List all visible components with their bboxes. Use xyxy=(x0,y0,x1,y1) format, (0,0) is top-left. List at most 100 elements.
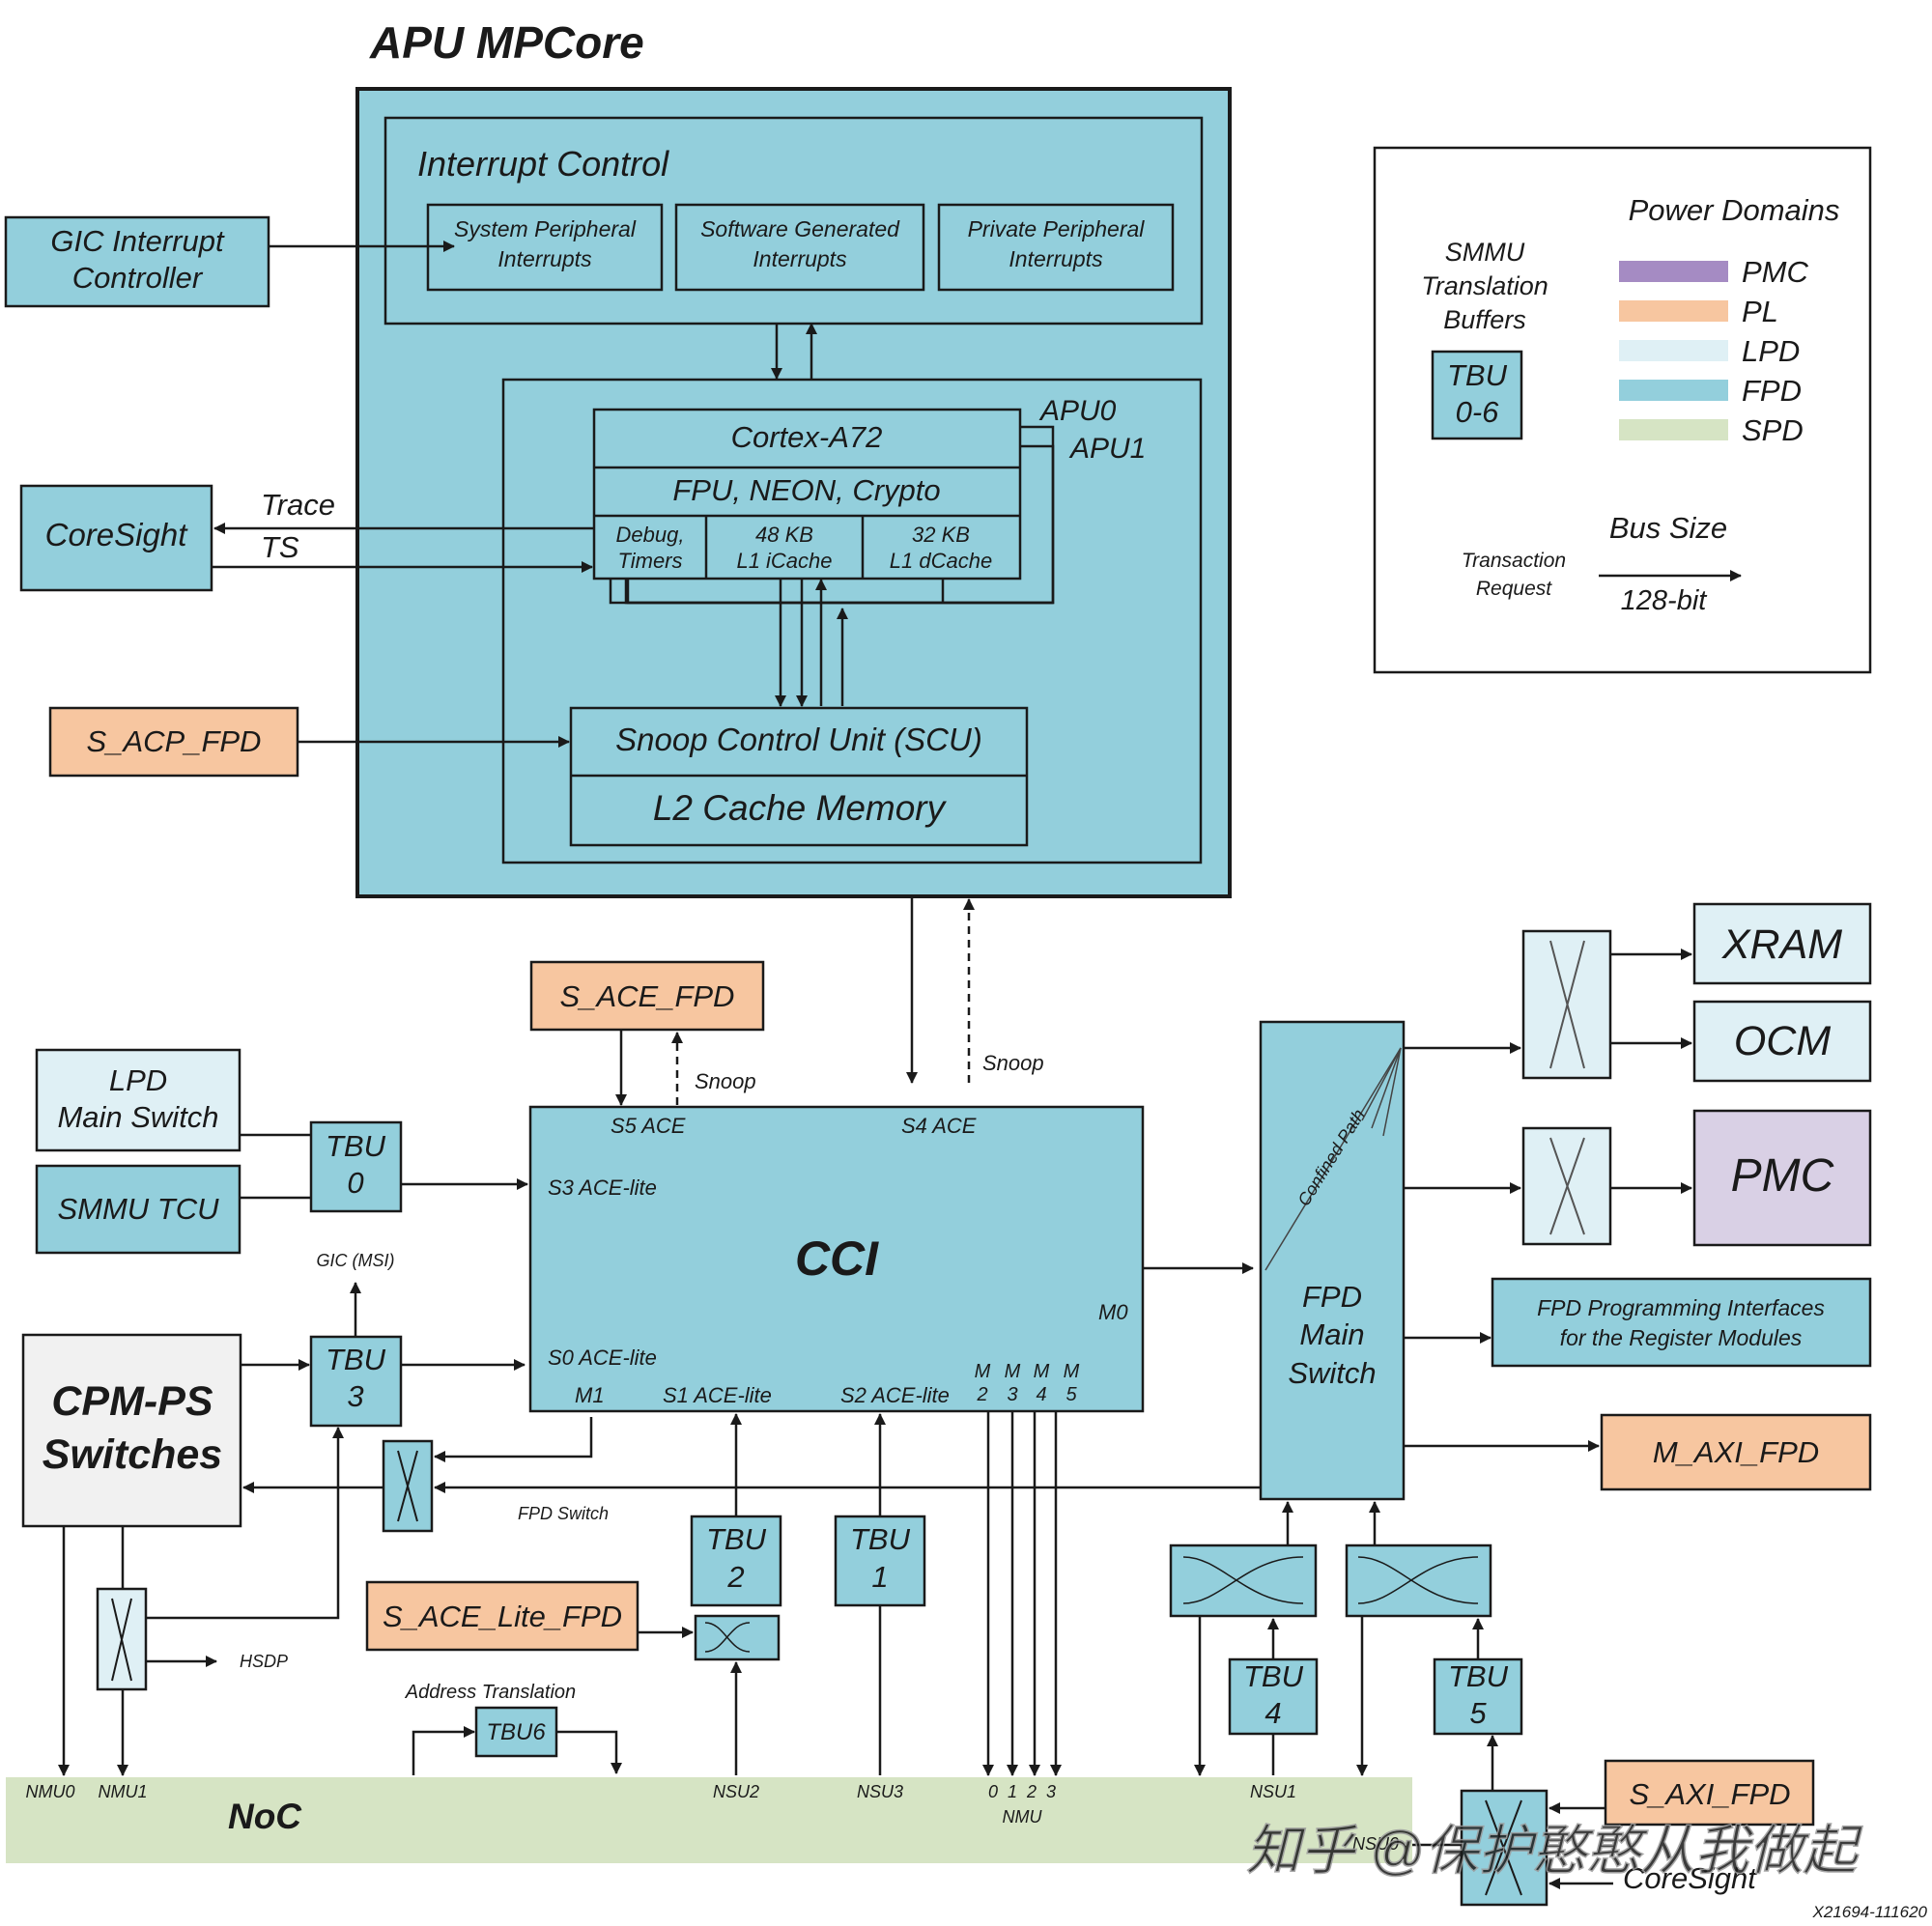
nmu-nums-label: 0 1 2 3 xyxy=(988,1782,1056,1801)
svg-text:4: 4 xyxy=(1036,1384,1046,1405)
s-acp-fpd-box xyxy=(48,706,299,778)
interrupt-control-label: Interrupt Control xyxy=(417,144,669,184)
legend-tbu-box xyxy=(1431,350,1523,440)
s0-port: S0 ACE-lite xyxy=(548,1345,657,1370)
cpm-ps-line2: Switches xyxy=(43,1431,222,1478)
lpd-main-switch-box xyxy=(35,1048,242,1152)
lpd-main-switch-line1: LPD xyxy=(109,1063,167,1097)
snoop-left-label: Snoop xyxy=(695,1069,756,1093)
spi-box xyxy=(426,203,664,292)
s3-port: S3 ACE-lite xyxy=(548,1175,657,1200)
figure-id: X21694-111620 xyxy=(1812,1903,1928,1921)
legend-swatch-pmc xyxy=(1619,261,1728,282)
s-ace-lite-fpd-label: S_ACE_Lite_FPD xyxy=(383,1600,622,1633)
sgi-box xyxy=(674,203,925,292)
gic-line2: Controller xyxy=(72,261,204,295)
legend-bits: 128-bit xyxy=(1621,585,1709,616)
s1-port: S1 ACE-lite xyxy=(663,1383,772,1407)
tbu4-line1: TBU xyxy=(1243,1659,1304,1693)
cci-m-ports: M 2 M 3 M 4 M 5 xyxy=(975,1361,1080,1405)
fpd-main-switch-line3: Switch xyxy=(1288,1356,1376,1390)
apu1-label: APU1 xyxy=(1068,433,1146,465)
svg-text:M: M xyxy=(975,1361,991,1382)
tbu5-line1: TBU xyxy=(1448,1659,1509,1693)
legend-domain-pmc: PMC xyxy=(1742,255,1809,289)
debug-line1: Debug, xyxy=(616,523,685,547)
svg-text:2: 2 xyxy=(976,1384,987,1405)
xram-box xyxy=(1692,902,1872,985)
coresight-label: CoreSight xyxy=(45,517,189,552)
nmu-label: NMU xyxy=(1003,1807,1043,1827)
svg-text:M: M xyxy=(1034,1361,1050,1382)
tbu2-line1: TBU xyxy=(706,1522,767,1556)
coresight-box xyxy=(19,484,213,592)
snoop-right-label: Snoop xyxy=(982,1051,1044,1075)
cortex-label: Cortex-A72 xyxy=(731,420,883,454)
legend-smmu-line3: Buffers xyxy=(1443,305,1526,334)
tbu4-switch xyxy=(1169,1544,1318,1618)
legend-domain-fpd: FPD xyxy=(1742,374,1802,408)
spi-line2: Interrupts xyxy=(497,246,592,271)
fpd-prog-box xyxy=(1491,1277,1872,1368)
m-axi-fpd-box xyxy=(1600,1413,1872,1491)
legend-power-domains: Power Domains xyxy=(1629,193,1840,227)
m0-port: M0 xyxy=(1098,1300,1128,1324)
cpm-ps-line1: CPM-PS xyxy=(51,1378,213,1425)
tbu6-box xyxy=(474,1706,558,1758)
pmc-box xyxy=(1692,1109,1872,1247)
fpd-main-switch-line2: Main xyxy=(1299,1317,1364,1351)
dcache-line1: 32 KB xyxy=(912,523,970,547)
legend-swatch-fpd xyxy=(1619,380,1728,401)
tbu4-line2: 4 xyxy=(1264,1696,1281,1730)
legend-smmu-line1: SMMU xyxy=(1445,238,1525,267)
tbu0-box xyxy=(309,1120,403,1213)
nmu0-label: NMU0 xyxy=(25,1782,74,1801)
legend-swatch-spd xyxy=(1619,419,1728,440)
ppi-line2: Interrupts xyxy=(1009,246,1103,271)
fpd-prog-line1: FPD Programming Interfaces xyxy=(1537,1295,1825,1320)
cci-label: CCI xyxy=(795,1232,879,1286)
legend-domain-spd: SPD xyxy=(1742,413,1804,447)
dcache-line2: L1 dCache xyxy=(890,549,992,573)
fpd-main-switch-box xyxy=(1259,1020,1406,1501)
legend-transaction-line2: Request xyxy=(1476,578,1552,600)
debug-line2: Timers xyxy=(617,549,682,573)
watermark-text: 知乎 @保护憨憨从我做起 xyxy=(1246,1820,1862,1881)
tbu3-line1: TBU xyxy=(326,1343,386,1376)
tbu2-switch xyxy=(694,1614,781,1661)
spi-line1: System Peripheral xyxy=(454,216,637,241)
smmu-tcu-box xyxy=(35,1164,242,1255)
s-axi-fpd-box xyxy=(1604,1759,1815,1827)
cortex-core-box xyxy=(592,408,1022,581)
tbu1-line2: 1 xyxy=(871,1560,888,1594)
nsu1-label: NSU1 xyxy=(1250,1782,1296,1801)
legend-tbu-line1: TBU xyxy=(1447,358,1508,392)
s-axi-fpd-label: S_AXI_FPD xyxy=(1629,1777,1790,1811)
legend-domain-pl: PL xyxy=(1742,295,1778,328)
s-ace-lite-fpd-box xyxy=(365,1580,639,1652)
nsu3-label: NSU3 xyxy=(857,1782,903,1801)
gic-box xyxy=(4,215,270,308)
m1-port: M1 xyxy=(575,1383,605,1407)
s5-port: S5 ACE xyxy=(611,1114,686,1138)
legend-transaction-line1: Transaction xyxy=(1462,550,1566,572)
fpu-label: FPU, NEON, Crypto xyxy=(672,473,940,507)
hsdp-label: HSDP xyxy=(240,1652,288,1671)
tbu6-label: TBU6 xyxy=(486,1719,546,1745)
s-ace-fpd-label: S_ACE_FPD xyxy=(560,979,735,1013)
nsu2-label: NSU2 xyxy=(713,1782,759,1801)
l2-label: L2 Cache Memory xyxy=(653,788,948,828)
noc-bar xyxy=(6,1777,1412,1863)
svg-text:M: M xyxy=(1064,1361,1080,1382)
m-axi-fpd-label: M_AXI_FPD xyxy=(1653,1435,1819,1469)
s2-port: S2 ACE-lite xyxy=(840,1383,950,1407)
ppi-line1: Private Peripheral xyxy=(968,216,1146,241)
ocm-box xyxy=(1692,1000,1872,1083)
gic-line1: GIC Interrupt xyxy=(50,224,225,258)
legend-swatch-lpd xyxy=(1619,340,1728,361)
trace-label: Trace xyxy=(261,488,335,522)
ocm-label: OCM xyxy=(1734,1018,1832,1064)
xram-label: XRAM xyxy=(1721,921,1842,968)
smmu-tcu-label: SMMU TCU xyxy=(57,1192,219,1226)
svg-text:M: M xyxy=(1005,1361,1021,1382)
